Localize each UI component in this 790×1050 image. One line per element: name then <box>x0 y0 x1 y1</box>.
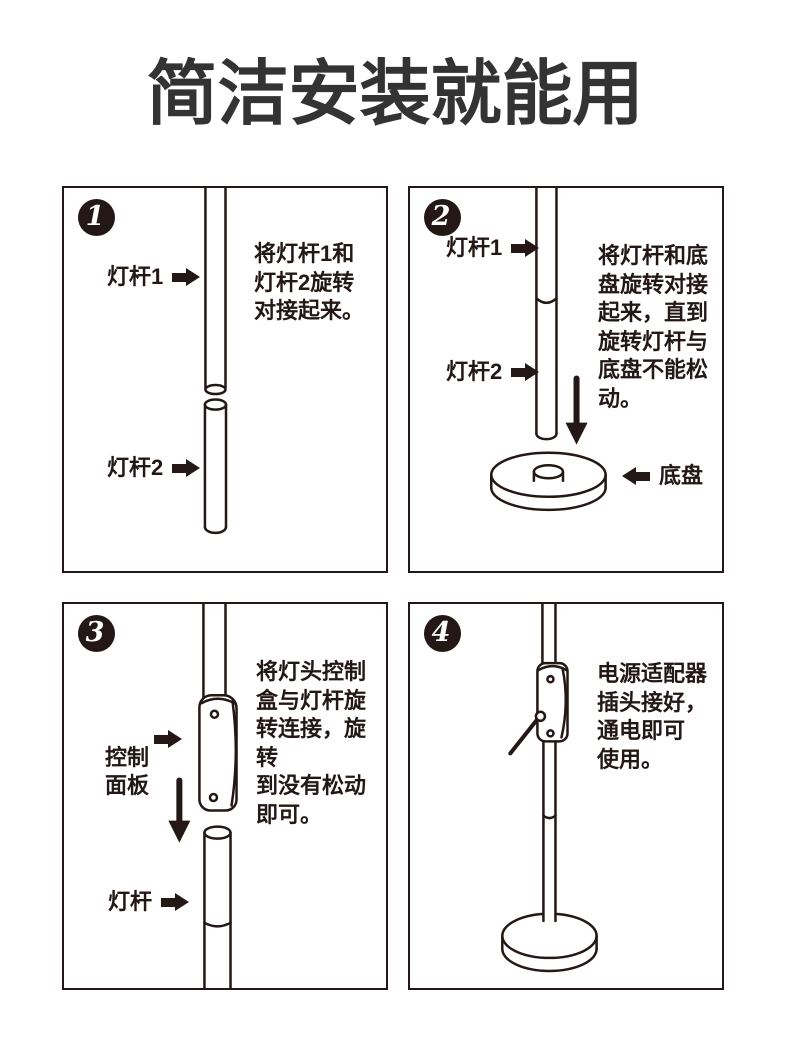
callout-base-label: 底盘 <box>659 463 704 488</box>
callout-pole: 灯杆 <box>108 889 190 915</box>
step-4-panel: 4 电源适配器 插头接好， 通电即可 使用。 <box>408 602 724 990</box>
step-4-number: 4 <box>431 617 451 648</box>
step-1-number: 1 <box>85 201 105 232</box>
base-drawing <box>490 451 607 512</box>
step-4-number-badge: 4 <box>424 615 461 652</box>
callout-pole2: 灯杆2 <box>107 455 201 481</box>
callout-pole2-label: 灯杆2 <box>107 455 164 480</box>
right-arrow-icon <box>511 363 540 381</box>
lamp-pole-1-drawing <box>204 188 227 396</box>
control-box-drawing <box>198 693 238 812</box>
step-2-instruction: 将灯杆和底 盘旋转对接 起来，直到 旋转灯杆与 底盘不能松 动。 <box>598 243 709 411</box>
right-arrow-icon <box>161 893 190 911</box>
down-arrow-icon <box>565 375 588 445</box>
callout-control-panel-label: 控制 面板 <box>105 745 150 798</box>
callout-pole1-label: 灯杆1 <box>446 235 503 260</box>
step-3-number: 3 <box>85 617 105 648</box>
callout-pole2: 灯杆2 <box>446 359 540 385</box>
left-arrow-icon <box>622 467 650 485</box>
base-drawing <box>501 912 598 973</box>
step-1-panel: 1 灯杆1 灯杆2 将灯杆1和 灯杆2旋转 对接起来。 <box>62 186 388 573</box>
step-3-panel: 3 控制 面板 灯杆 将灯头控制 盒与灯杆旋 转连接，旋转 到没有松动 即可。 <box>62 602 388 990</box>
step-1-instruction: 将灯杆1和 灯杆2旋转 对接起来。 <box>254 241 365 323</box>
step-2-panel: 2 灯杆1 灯杆2 底盘 将灯杆和底 盘旋转对接 起来，直到 旋转灯杆与 底盘不… <box>408 186 724 573</box>
power-cord-drawing <box>508 710 547 756</box>
control-box-drawing <box>536 661 569 743</box>
step-2-number: 2 <box>431 201 451 232</box>
lower-pole-drawing <box>203 825 232 988</box>
upper-pole-drawing <box>541 604 557 668</box>
step-1-illustration <box>203 188 228 535</box>
upper-pole-drawing <box>202 604 227 701</box>
lower-pole-drawing <box>542 740 557 923</box>
step-2-number-badge: 2 <box>424 199 461 236</box>
right-arrow-icon <box>172 459 201 477</box>
step-1-number-badge: 1 <box>78 199 115 236</box>
callout-pole1: 灯杆1 <box>107 264 201 290</box>
callout-pole1: 灯杆1 <box>446 235 540 261</box>
page-title: 简洁安装就能用 <box>146 55 644 134</box>
step-3-illustration <box>168 604 238 988</box>
step-2-illustration <box>490 188 607 512</box>
callout-pole1-label: 灯杆1 <box>107 264 164 289</box>
callout-pole-label: 灯杆 <box>108 889 153 914</box>
lamp-pole-2-drawing <box>203 398 228 535</box>
right-arrow-icon <box>154 730 182 748</box>
callout-base: 底盘 <box>622 463 703 489</box>
callout-control-panel: 控制 面板 <box>105 716 149 800</box>
lamp-pole-drawing <box>535 188 558 441</box>
step-3-instruction: 将灯头控制 盒与灯杆旋 转连接，旋转 到没有松动 即可。 <box>256 659 367 827</box>
right-arrow-icon <box>172 268 201 286</box>
right-arrow-icon <box>511 239 540 257</box>
step-3-number-badge: 3 <box>78 615 115 652</box>
step-4-instruction: 电源适配器 插头接好， 通电即可 使用。 <box>597 661 708 772</box>
step-4-illustration <box>501 604 598 973</box>
down-arrow-icon <box>168 777 191 843</box>
callout-pole2-label: 灯杆2 <box>446 359 503 384</box>
